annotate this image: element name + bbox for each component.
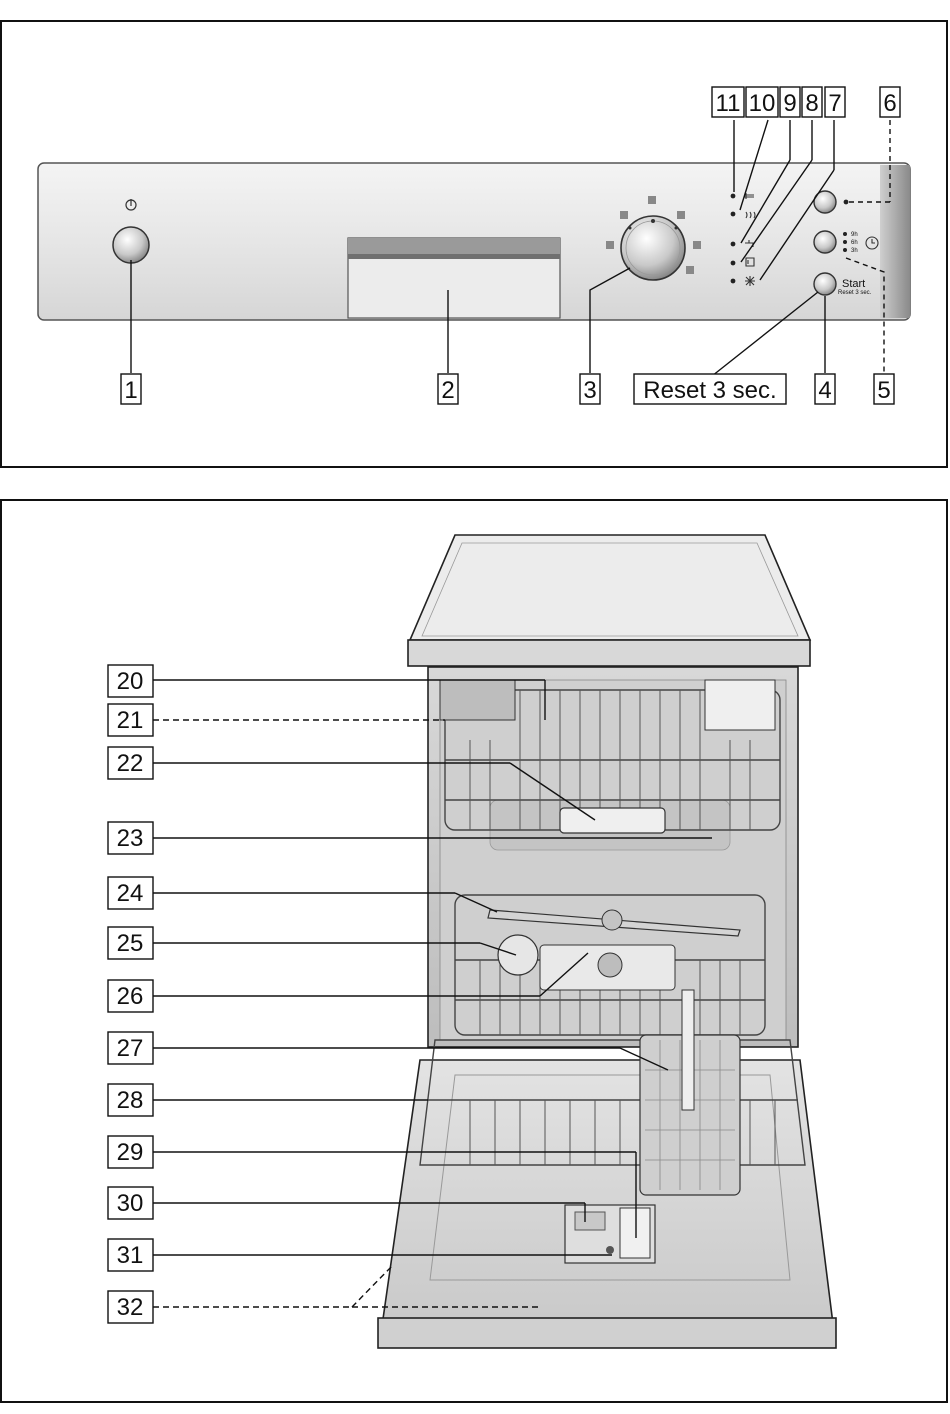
callout-21: 21 — [117, 707, 144, 734]
power-button[interactable] — [112, 226, 150, 264]
salt-refill-icon — [745, 257, 755, 267]
control-callouts — [120, 86, 901, 405]
interior-leader-lines — [153, 679, 712, 1308]
callout-20: 20 — [117, 668, 144, 695]
callout-9: 9 — [783, 90, 796, 117]
timer-option-9h: 9h — [851, 232, 858, 238]
callout-22: 22 — [117, 750, 144, 777]
control-leader-lines — [130, 119, 891, 377]
rinse-aid-icon — [745, 276, 755, 286]
start-button[interactable] — [813, 272, 837, 296]
start-sublabel: Reset 3 sec. — [838, 290, 872, 296]
knife-shelf[interactable] — [439, 679, 516, 721]
start-label: Start — [842, 278, 865, 290]
top-spray-arm-cover — [559, 807, 666, 834]
callout-11: 11 — [716, 90, 741, 117]
control-panel-side — [880, 165, 910, 318]
callout-10: 10 — [749, 90, 776, 117]
callout-24: 24 — [117, 880, 144, 907]
callout-2: 2 — [441, 377, 454, 404]
timer-button[interactable] — [813, 230, 837, 254]
callout-8: 8 — [805, 90, 818, 117]
callout-29: 29 — [117, 1139, 144, 1166]
indicator-lights — [730, 193, 736, 284]
timer-option-6h: 6h — [851, 240, 858, 246]
callout-3: 3 — [583, 377, 596, 404]
programme-selector-marks — [606, 196, 701, 274]
worktop — [408, 534, 812, 641]
programme-selector-knob[interactable] — [620, 215, 686, 281]
clock-icon — [865, 236, 879, 250]
door — [379, 1059, 836, 1341]
callout-25: 25 — [117, 930, 144, 957]
interior-callouts — [107, 664, 154, 1324]
callout-31: 31 — [117, 1242, 144, 1269]
lower-basket-tines — [469, 1100, 776, 1165]
detergent-dispenser-lid[interactable] — [619, 1207, 651, 1259]
callout-30: 30 — [117, 1190, 144, 1217]
callout-27: 27 — [117, 1035, 144, 1062]
drying-icon — [745, 211, 756, 219]
callout-28: 28 — [117, 1087, 144, 1114]
upper-basket-tines — [469, 690, 751, 830]
function-button[interactable] — [813, 190, 837, 214]
callout-26: 26 — [117, 983, 144, 1010]
indicator-icons — [744, 193, 756, 286]
callout-23: 23 — [117, 825, 144, 852]
callout-5: 5 — [877, 377, 890, 404]
salt-container-cap[interactable] — [497, 934, 539, 976]
callout-4: 4 — [818, 377, 831, 404]
callout-reset: Reset 3 sec. — [643, 377, 776, 404]
callout-7: 7 — [828, 90, 841, 117]
cup-rack[interactable] — [704, 679, 776, 731]
timer-option-3h: 3h — [851, 248, 858, 254]
cutlery-basket-handle[interactable] — [681, 989, 695, 1111]
intensive-zone-icon — [744, 193, 754, 199]
callout-6: 6 — [883, 90, 896, 117]
callout-32: 32 — [117, 1294, 144, 1321]
callout-1: 1 — [124, 377, 137, 404]
